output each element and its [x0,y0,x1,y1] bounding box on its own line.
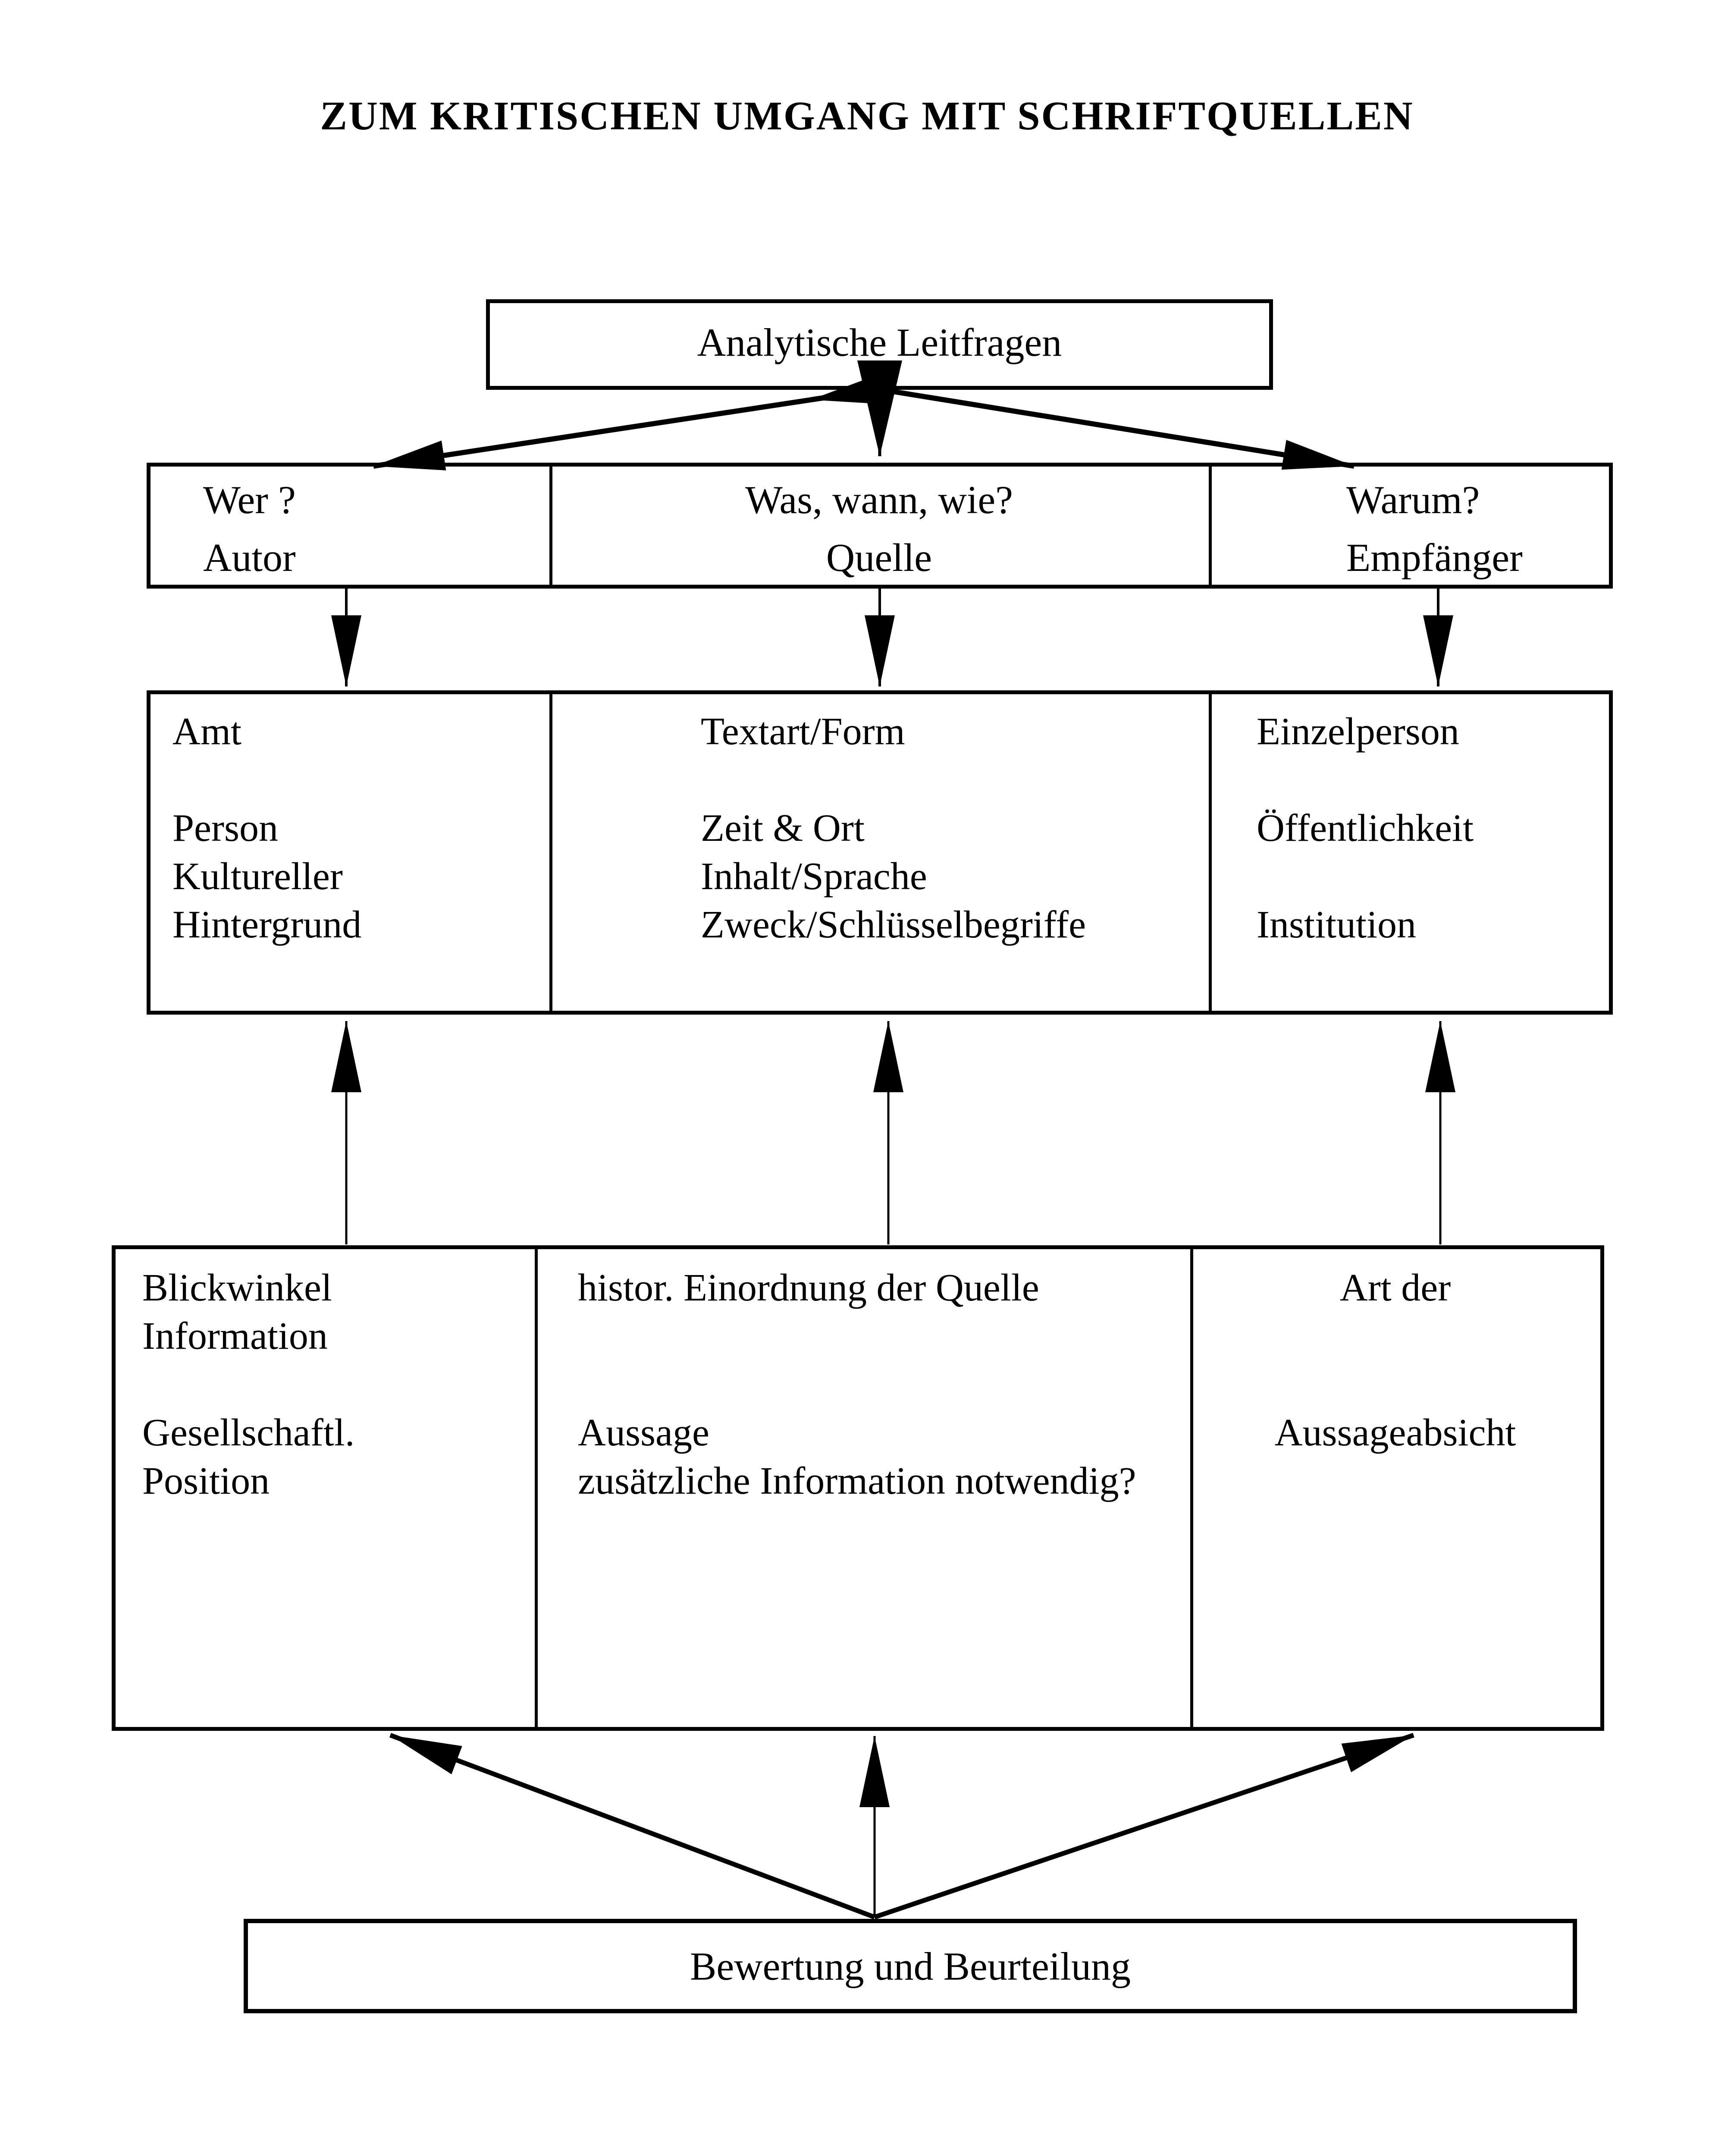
divider [549,467,552,585]
cell-line: Hintergrund [172,903,362,946]
arrow-bewertung-to-artder [874,1733,1414,1920]
cell-line: Zeit & Ort [701,807,865,849]
row-interpretation: Blickwinkel Information Gesellschaftl. P… [112,1245,1604,1731]
divider [1209,467,1212,585]
cell-line: Autor [203,536,296,580]
cell-line: zusätzliche Information notwendig? [578,1460,1136,1502]
box-blickwinkel-position: Blickwinkel Information Gesellschaftl. P… [142,1264,354,1505]
cell-line [1257,756,1474,804]
cell-line [578,1360,1136,1409]
cell-line: Amt [172,710,242,753]
cell-line [578,1312,1136,1360]
box-analytische-leitfragen-label: Analytische Leitfragen [697,320,1062,364]
cell-line [172,756,361,804]
cell-line: Textart/Form [701,710,905,753]
cell-line [1190,1360,1600,1409]
cell-line: Gesellschaftl. [142,1411,355,1454]
cell-line [142,1360,354,1409]
arrow-leitfragen-to-wer [373,387,880,470]
row-questions: Wer ? Autor Was, wann, wie? Quelle Warum… [147,463,1613,589]
cell-line: Aussage [578,1411,709,1454]
box-bewertung-beurteilung-label: Bewertung und Beurteilung [690,1944,1131,1988]
cell-line: Zweck/Schlüsselbegriffe [701,903,1086,946]
cell-line: Institution [1257,903,1417,946]
cell-line [1257,852,1474,901]
divider [535,1249,538,1727]
cell-line: Wer ? [203,478,296,522]
page-title: ZUM KRITISCHEN UMGANG MIT SCHRIFTQUELLEN [320,94,1414,138]
divider [1209,694,1212,1011]
box-amt-person-hintergrund: Amt Person Kultureller Hintergrund [172,708,361,949]
cell-line: Einzelperson [1257,710,1459,753]
row-aspects: Amt Person Kultureller Hintergrund Texta… [147,690,1613,1015]
cell-line: Kultureller [172,855,343,898]
box-was-wann-wie-quelle: Was, wann, wie? Quelle [549,471,1209,586]
box-bewertung-beurteilung: Bewertung und Beurteilung [244,1919,1577,2013]
arrowhead-leitfragen-left-inner [810,374,884,404]
cell-line: Warum? [1346,478,1480,522]
box-wer-autor: Wer ? Autor [203,471,296,586]
cell-line: histor. Einordnung der Quelle [578,1266,1039,1309]
cell-line: Information [142,1315,328,1357]
cell-line: Aussageabsicht [1274,1411,1516,1454]
box-warum-empfaenger: Warum? Empfänger [1346,471,1523,586]
cell-line: Quelle [826,536,932,580]
box-art-der-aussageabsicht: Art der Aussageabsicht [1190,1264,1600,1505]
cell-line [1190,1457,1600,1505]
divider [1190,1249,1193,1727]
box-analytische-leitfragen: Analytische Leitfragen [486,299,1273,390]
arrow-bewertung-to-blickwinkel [389,1733,875,1920]
cell-line: Art der [1339,1266,1451,1309]
cell-line: Was, wann, wie? [745,478,1013,522]
cell-line: Person [172,807,278,849]
cell-line: Position [142,1460,270,1502]
box-textart-form: Textart/Form Zeit & Ort Inhalt/Sprache Z… [701,708,1086,949]
cell-line: Inhalt/Sprache [701,855,927,898]
cell-line: Blickwinkel [142,1266,332,1309]
box-einzelperson-institution: Einzelperson Öffentlichkeit Institution [1257,708,1474,949]
divider [549,694,552,1011]
arrow-leitfragen-to-warum [879,387,1355,470]
cell-line: Öffentlichkeit [1257,807,1474,849]
box-histor-einordnung: histor. Einordnung der Quelle Aussage zu… [578,1264,1136,1505]
cell-line [701,756,1086,804]
cell-line [1190,1312,1600,1360]
cell-line: Empfänger [1346,536,1523,580]
